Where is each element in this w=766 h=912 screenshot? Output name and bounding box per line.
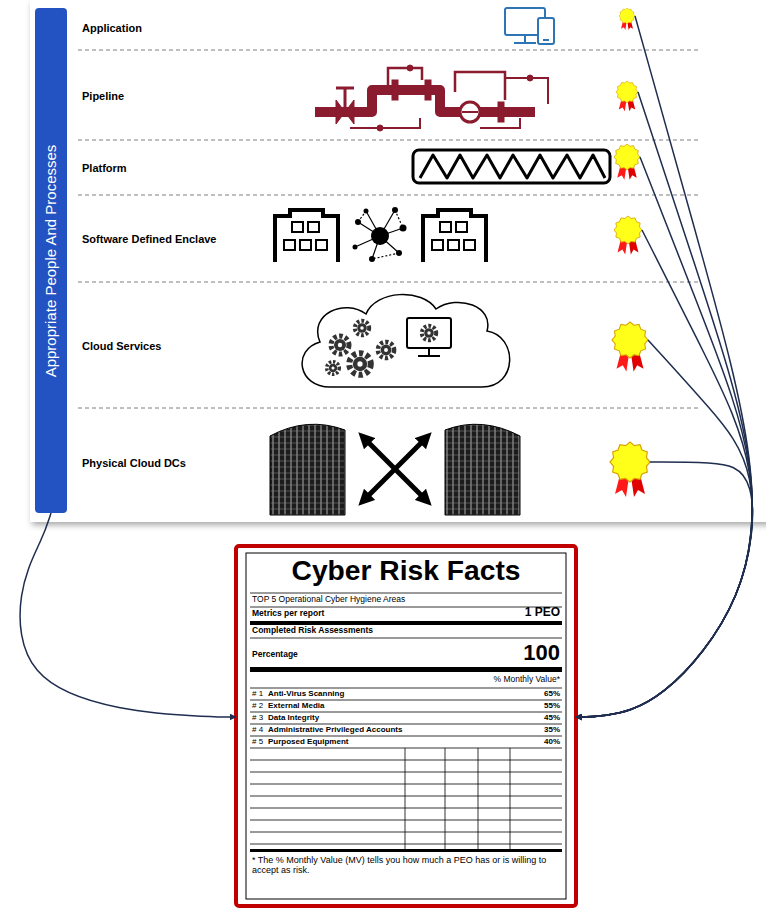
table-cell: TOP 5 Operational Cyber Hygiene Areas xyxy=(252,595,405,605)
table-cell: Administrative Privileged Accounts xyxy=(268,725,402,734)
pipeline-icon xyxy=(315,65,548,131)
table-cell: # 3 xyxy=(252,713,263,722)
process-bar: Appropriate People And Processes xyxy=(35,8,67,513)
layer-band: Physical Cloud DCs xyxy=(75,410,650,515)
rotated-label: Appropriate People And Processes xyxy=(42,144,59,377)
connector-arrow xyxy=(20,513,236,717)
table-cell: # 5 xyxy=(252,737,263,746)
layer-panel xyxy=(30,0,766,522)
table-cell: % Monthly Value* xyxy=(494,675,560,685)
maturity-badges xyxy=(610,8,650,497)
table-cell: 1 PEO xyxy=(525,606,560,620)
layer-label: Software Defined Enclave xyxy=(82,233,217,246)
table-cell: Metrics per report xyxy=(252,609,324,619)
connector-arrow xyxy=(576,340,752,717)
connector-arrow xyxy=(576,16,752,717)
layer-band: Application xyxy=(75,5,635,50)
layer-label: Platform xyxy=(82,162,127,175)
dashed-separators xyxy=(78,50,700,408)
layer-band: Software Defined Enclave xyxy=(75,197,642,281)
enclave-icon xyxy=(275,207,486,262)
platform-truss-icon xyxy=(413,150,610,183)
device-icon xyxy=(505,8,554,44)
table-cell: # 4 xyxy=(252,725,263,734)
table-cell: Completed Risk Assessments xyxy=(252,626,373,636)
risk-facts-frame xyxy=(236,546,576,906)
table-cell: Anti-Virus Scanning xyxy=(268,689,344,698)
layer-band: Platform xyxy=(75,142,640,194)
table-cell: 65% xyxy=(544,689,560,698)
connector-arrow xyxy=(576,157,752,717)
table-cell: # 2 xyxy=(252,701,263,710)
layer-label: Pipeline xyxy=(82,90,124,103)
table-cell: 55% xyxy=(544,701,560,710)
data-center-icon xyxy=(270,424,520,515)
table-cell: External Media xyxy=(268,701,324,710)
table-cell: 40% xyxy=(544,737,560,746)
layer-band: Pipeline xyxy=(75,52,638,140)
table-cell: * The % Monthly Value (MV) tells you how… xyxy=(252,855,552,876)
table-cell: 35% xyxy=(544,725,560,734)
layer-label: Physical Cloud DCs xyxy=(82,456,186,469)
table-cell: Percentage xyxy=(252,650,298,660)
connector-arrow xyxy=(576,92,752,717)
cloud-services-icon xyxy=(302,295,510,387)
connector-arrow xyxy=(576,230,752,717)
table-cell: Data Integrity xyxy=(268,713,319,722)
label-title: Cyber Risk Facts xyxy=(236,554,576,586)
connector-arrow xyxy=(576,462,753,717)
layer-label: Application xyxy=(82,21,142,34)
layer-band: Cloud Services xyxy=(75,284,648,407)
risk-facts-label: Cyber Risk FactsTOP 5 Operational Cyber … xyxy=(236,546,576,906)
table-cell: 45% xyxy=(544,713,560,722)
table-cell: Purposed Equipment xyxy=(268,737,348,746)
table-cell: # 1 xyxy=(252,689,263,698)
layer-label: Cloud Services xyxy=(82,339,161,352)
table-cell: 100 xyxy=(523,640,560,665)
